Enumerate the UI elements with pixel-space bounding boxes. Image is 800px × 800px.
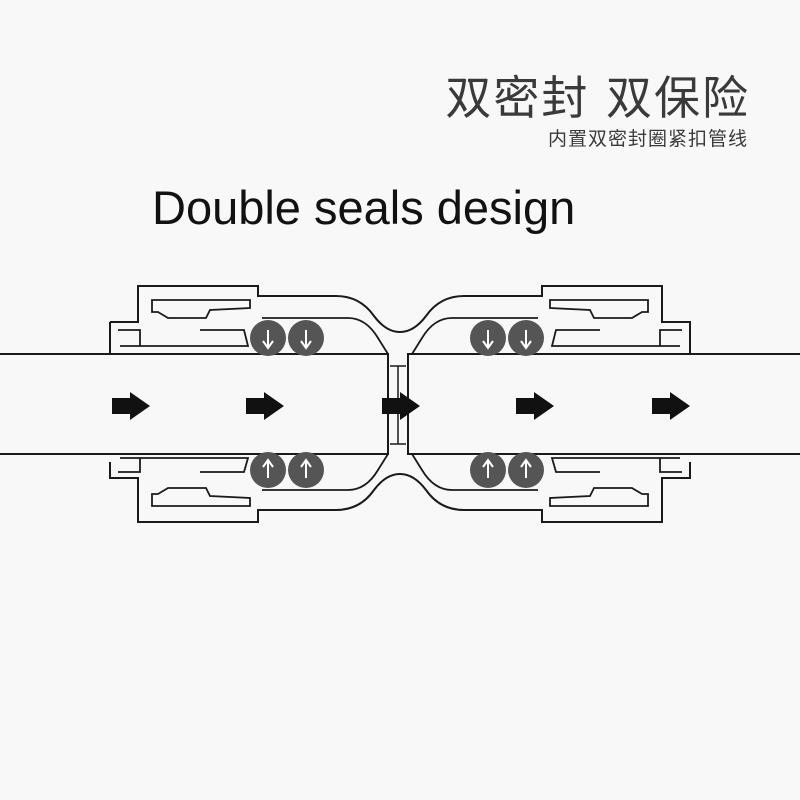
housing-inner-bottom [262,453,538,491]
seal-ring-left-top [250,320,324,356]
right-arrow-icon [652,392,690,420]
right-collet-bottom [549,457,682,507]
left-pipe [0,353,389,455]
housing-inner-top [262,317,538,355]
title-chinese: 双密封 双保险 [445,71,750,125]
subtitle-chinese: 内置双密封圈紧扣管线 [547,128,748,150]
seal-ring-right-top [470,320,544,356]
left-collet-top [118,299,251,347]
seal-ring-right-bottom [470,452,544,488]
seal-ring-left-bottom [250,452,324,488]
right-arrow-icon [382,392,420,420]
right-arrow-icon [112,392,150,420]
right-collet-top [549,299,682,347]
title-english: Double seals design [152,181,576,234]
connector-housing [109,285,691,523]
right-arrow-icon [516,392,554,420]
right-arrow-icon [246,392,284,420]
left-collet-bottom [118,457,251,507]
right-pipe [407,353,800,455]
